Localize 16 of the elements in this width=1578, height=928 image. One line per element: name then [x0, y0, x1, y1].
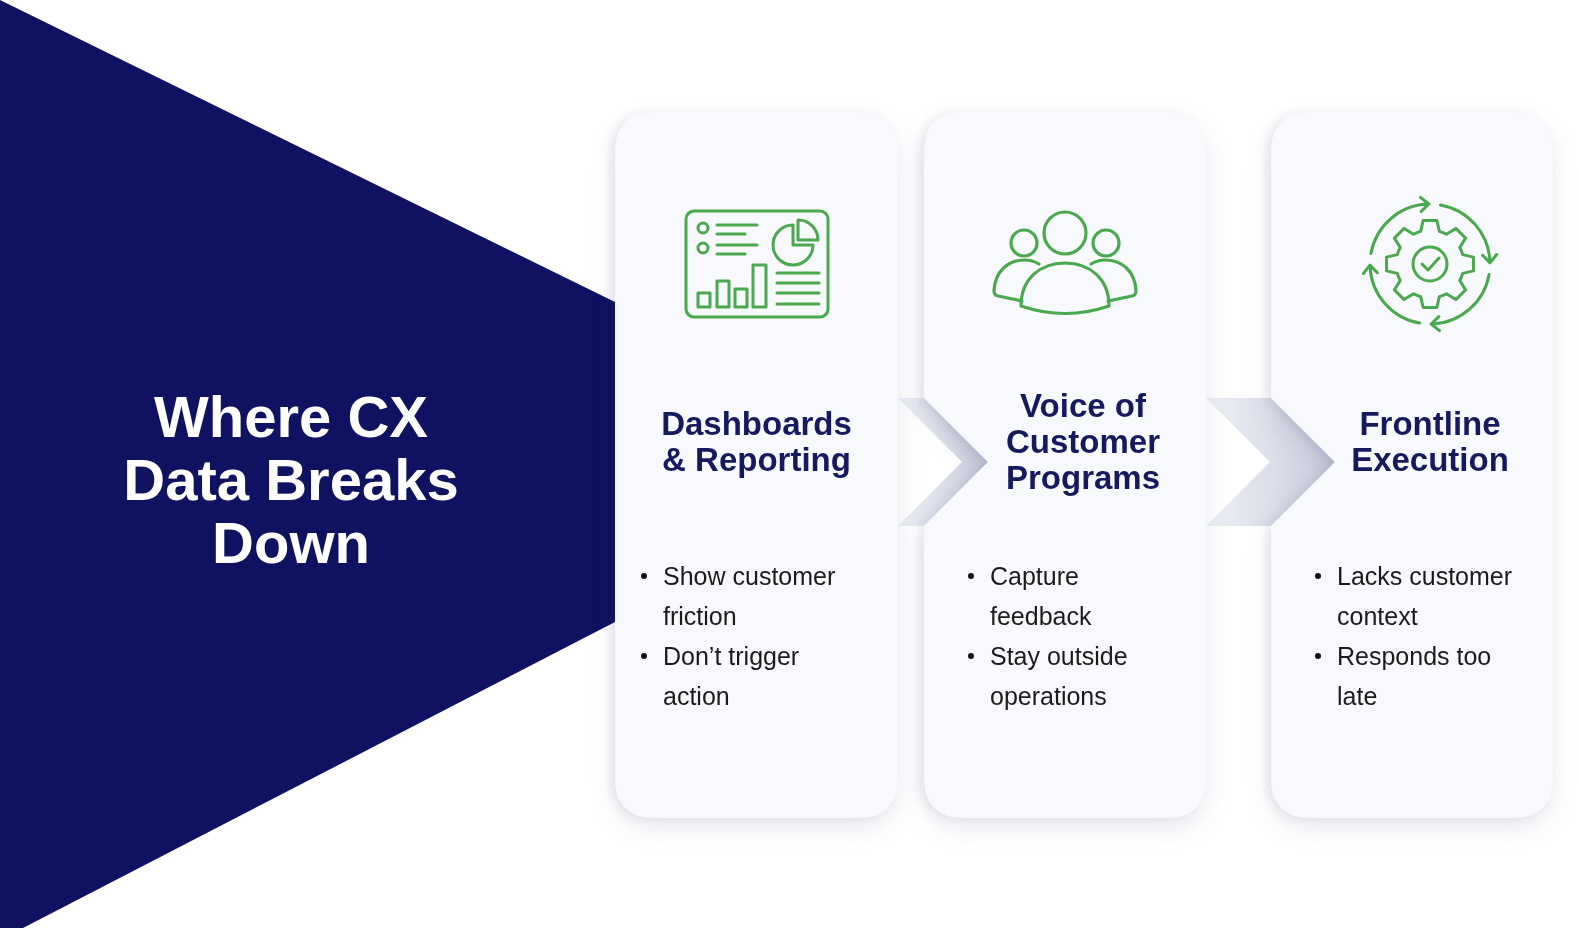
banner-triangle	[0, 0, 615, 928]
bullet-text: Stay outside operations	[990, 641, 1129, 712]
card-panel	[1271, 112, 1553, 818]
chevron-arrow	[898, 398, 988, 526]
bullet-text: Don’t trigger action	[663, 641, 801, 712]
card-panel	[924, 112, 1206, 818]
card-title: Voice of Customer Programs	[1004, 388, 1162, 496]
heading-text: Where CX Data Breaks Down	[122, 385, 460, 574]
bullet-text: Capture feedback	[990, 561, 1093, 632]
bullet-text: Show customer friction	[663, 561, 837, 632]
card-title: Dashboards & Reporting	[660, 406, 853, 478]
bullet-text: Responds too late	[1337, 641, 1493, 712]
chevron-arrow	[1206, 398, 1335, 526]
bullet-text: Lacks customer context	[1337, 561, 1514, 632]
card-title: Frontline Execution	[1350, 406, 1510, 478]
card-panel	[615, 112, 898, 818]
